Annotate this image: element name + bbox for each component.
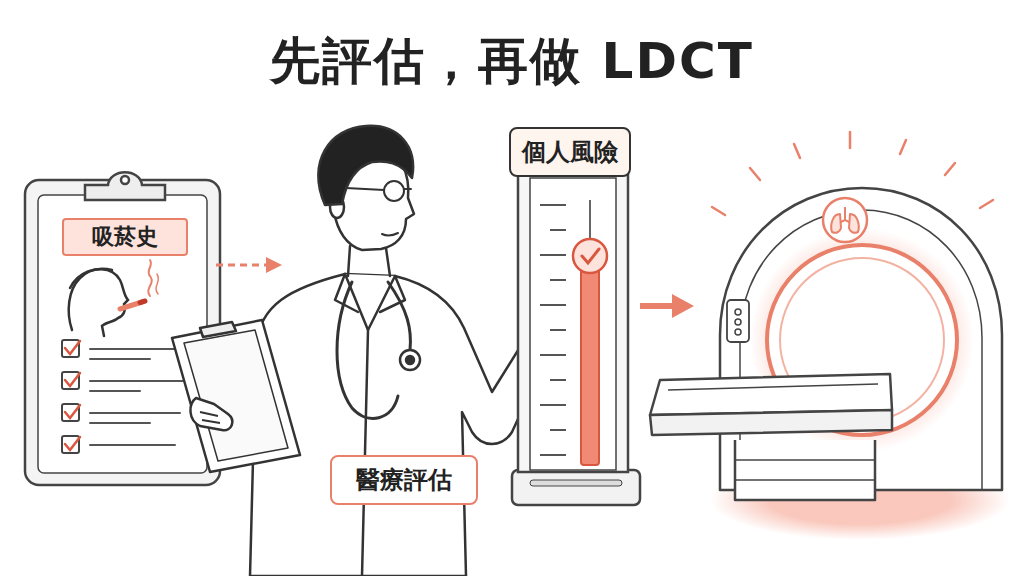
- box-label: 個人風險: [522, 136, 618, 168]
- box-label: 吸菸史: [92, 222, 158, 252]
- label-box: 醫療評估: [330, 455, 478, 505]
- flow-arrow-dashed: [216, 257, 282, 273]
- checklist: [62, 340, 185, 453]
- label-box: 吸菸史: [62, 218, 188, 256]
- title: 先評估，再做 LDCT: [0, 28, 1024, 95]
- label-box: 個人風險: [509, 127, 631, 177]
- clipboard: [25, 172, 220, 485]
- risk-gauge: [512, 172, 640, 505]
- doctor-clipboard: [172, 320, 300, 472]
- ct-scanner: [650, 188, 1010, 540]
- box-label: 醫療評估: [356, 464, 452, 496]
- smoker-figure: [69, 260, 159, 336]
- flow-arrow: [640, 294, 694, 318]
- glow-rays: [712, 132, 993, 215]
